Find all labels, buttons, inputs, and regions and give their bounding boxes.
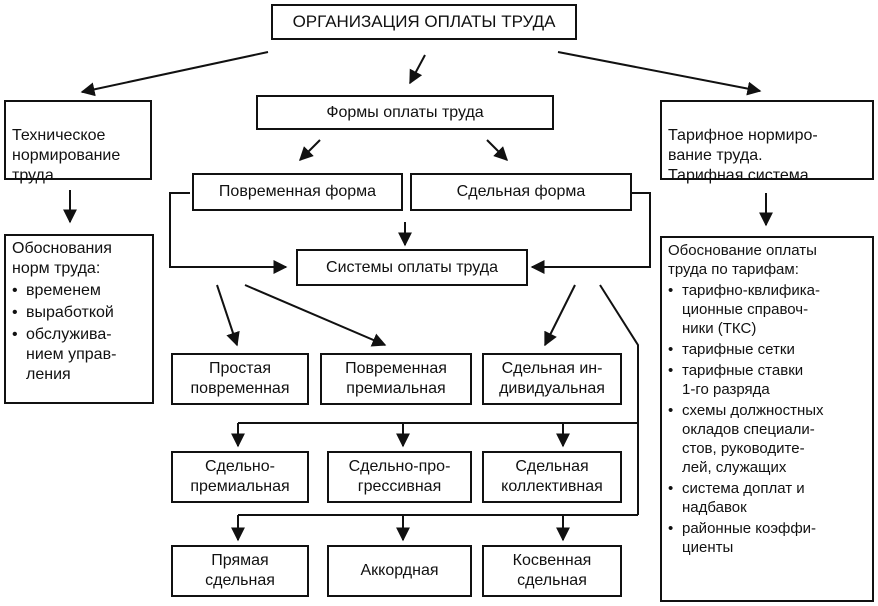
loop-piece-to-systems (530, 192, 651, 274)
system-label: Сдельная ин- дивидуальная (499, 360, 605, 397)
norm-substantiation-box: Обоснования норм труда: временем выработ… (4, 234, 154, 404)
system-label: Аккордная (360, 562, 439, 579)
pay-systems-box: Системы оплаты труда (296, 249, 528, 286)
system-label: Сдельно-про- грессивная (348, 458, 451, 495)
system-box-piece-bonus: Сдельно- премиальная (171, 451, 309, 503)
system-box-piece-collective: Сдельная коллективная (482, 451, 622, 503)
norm-item: выработкой (12, 303, 146, 323)
system-box-simple-time: Простая повременная (171, 353, 309, 405)
tariff-item: тарифные ставки 1-го разряда (668, 361, 866, 399)
norm-substantiation-list: временем выработкой обслужива- нием упра… (12, 281, 146, 385)
system-label: Повременная премиальная (345, 360, 447, 397)
arrow-systems-to-bonus-time (244, 284, 387, 347)
system-box-indirect-piece: Косвенная сдельная (482, 545, 622, 597)
tariff-item: районные коэффи- циенты (668, 519, 866, 557)
pay-forms-box: Формы оплаты труда (256, 95, 554, 130)
pay-forms-label: Формы оплаты труда (326, 103, 484, 121)
system-box-accord: Аккордная (327, 545, 472, 597)
arrow-systems-to-simple (216, 284, 240, 347)
arrow-title-to-forms (409, 54, 426, 85)
pay-systems-label: Системы оплаты труда (326, 258, 498, 276)
line-systems-to-piece-branches (599, 284, 639, 515)
system-label: Сдельно- премиальная (190, 458, 290, 495)
loop-time-to-systems (169, 192, 288, 274)
system-label: Сдельная коллективная (501, 458, 603, 495)
arrow-title-to-tariff (557, 51, 762, 96)
arrow-title-to-technical (80, 51, 269, 97)
tariff-item: тарифные сетки (668, 340, 866, 359)
system-box-piece-progressive: Сдельно-про- грессивная (327, 451, 472, 503)
system-label: Прямая сдельная (205, 552, 275, 589)
time-form-label: Повременная форма (218, 183, 377, 200)
diagram-title: ОРГАНИЗАЦИЯ ОПЛАТЫ ТРУДА (271, 4, 577, 40)
system-box-time-bonus: Повременная премиальная (320, 353, 472, 405)
norm-item: обслужива- нием управ- ления (12, 325, 146, 385)
system-box-direct-piece: Прямая сдельная (171, 545, 309, 597)
arrow-systems-to-individual (544, 284, 576, 347)
diagram-title-text: ОРГАНИЗАЦИЯ ОПЛАТЫ ТРУДА (292, 12, 556, 31)
system-box-piece-individual: Сдельная ин- дивидуальная (482, 353, 622, 405)
system-label: Косвенная сдельная (512, 552, 592, 589)
norm-substantiation-heading: Обоснования норм труда: (12, 240, 112, 277)
time-form-box: Повременная форма (192, 173, 403, 211)
piece-form-label: Сдельная форма (456, 183, 586, 200)
tariff-item: тарифно-квлифика- ционные справоч- ники … (668, 281, 866, 338)
norm-item: временем (12, 281, 146, 301)
tariff-substantiation-list: тарифно-квлифика- ционные справоч- ники … (668, 281, 866, 557)
tariff-item: система доплат и надбавок (668, 479, 866, 517)
tariff-norming-box: Тарифное нормиро- вание труда. Тарифная … (660, 100, 874, 184)
technical-norming-box: Техническое нормирование труда (4, 100, 152, 184)
tariff-substantiation-heading: Обоснование оплаты труда по тарифам: (668, 242, 817, 278)
tariff-item: схемы должностных окладов специали- стов… (668, 401, 866, 477)
tariff-norming-label: Тарифное нормиро- вание труда. Тарифная … (668, 127, 818, 184)
system-label: Простая повременная (190, 360, 290, 397)
tariff-substantiation-box: Обоснование оплаты труда по тарифам: тар… (660, 236, 874, 602)
piece-form-box: Сдельная форма (410, 173, 632, 211)
technical-norming-label: Техническое нормирование труда (12, 127, 121, 184)
arrow-forms-to-time (299, 139, 321, 161)
arrow-forms-to-piece (486, 139, 508, 161)
